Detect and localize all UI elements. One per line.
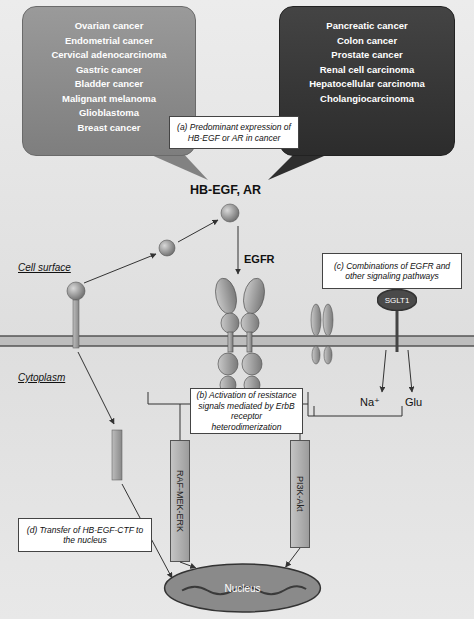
node-text: Renal cell carcinoma — [320, 63, 415, 78]
signal-arrow — [286, 548, 300, 567]
node-text: Cholangiocarcinoma — [320, 92, 414, 107]
node-text: Colon cancer — [337, 34, 397, 49]
node-text: PI3K-Akt — [295, 476, 305, 512]
node-text: Gastric cancer — [76, 63, 142, 78]
pro-hb-egf — [67, 282, 85, 300]
note-box: (a) Predominant expression of HB-EGF or … — [169, 116, 299, 149]
node-text: (b) Activation of resistance signals med… — [195, 390, 298, 432]
region-label: Cytoplasm — [18, 372, 65, 383]
receptor-label: EGFR — [244, 253, 275, 265]
membrane — [0, 336, 474, 346]
node-text: Cervical adenocarcinoma — [51, 48, 166, 63]
node-text: RAF-MEK-ERK — [175, 470, 185, 532]
node-text: Nucleus — [224, 583, 260, 594]
text-group: (b) Activation of resistance signals med… — [195, 390, 298, 432]
region-label: Cell surface — [18, 262, 71, 273]
nucleus-ellipse: Nucleus — [163, 563, 322, 613]
ion-label: Na⁺ — [360, 396, 380, 409]
erbb-receptor — [311, 304, 333, 364]
pathway-box: RAF-MEK-ERK — [170, 440, 190, 562]
node-text: Endometrial cancer — [65, 34, 153, 49]
node-text: Hepatocellular carcinoma — [309, 77, 425, 92]
pathway-box: PI3K-Akt — [290, 440, 310, 548]
bracket — [308, 404, 402, 416]
node-text: (c) Combinations of EGFR and other signa… — [327, 261, 457, 282]
node-text: (d) Transfer of HB-EGF-CTF to the nucleu… — [23, 525, 147, 546]
egfr-dimer — [212, 276, 267, 394]
ligand — [159, 240, 175, 256]
node-text: Malignant melanoma — [62, 92, 156, 107]
text-group: (d) Transfer of HB-EGF-CTF to the nucleu… — [23, 525, 147, 546]
node-text: Ovarian cancer — [75, 19, 144, 34]
node-text: Pancreatic cancer — [326, 19, 407, 34]
node-text: SGLT1 — [385, 296, 410, 305]
note-box: (c) Combinations of EGFR and other signa… — [322, 253, 462, 289]
hb-egf-ctf — [112, 430, 122, 480]
transporter-oval: SGLT1 — [377, 289, 417, 311]
molecule-label: Glu — [405, 396, 422, 408]
note-box: (d) Transfer of HB-EGF-CTF to the nucleu… — [18, 518, 152, 552]
node-text: Bladder cancer — [75, 77, 144, 92]
ligand-label: HB-EGF, AR — [190, 183, 261, 197]
node-text: Breast cancer — [78, 121, 141, 136]
text-group: (a) Predominant expression of HB-EGF or … — [174, 122, 294, 143]
signal-arrow — [180, 562, 196, 568]
node-text: (a) Predominant expression of HB-EGF or … — [174, 122, 294, 143]
text-group: (c) Combinations of EGFR and other signa… — [327, 261, 457, 282]
node-text: Prostate cancer — [331, 48, 402, 63]
note-box: (b) Activation of resistance signals med… — [190, 388, 303, 434]
node-text: Glioblastoma — [79, 106, 139, 121]
cancer-list-bubble: Pancreatic cancerColon cancerProstate ca… — [279, 6, 455, 156]
ligand — [221, 204, 239, 222]
